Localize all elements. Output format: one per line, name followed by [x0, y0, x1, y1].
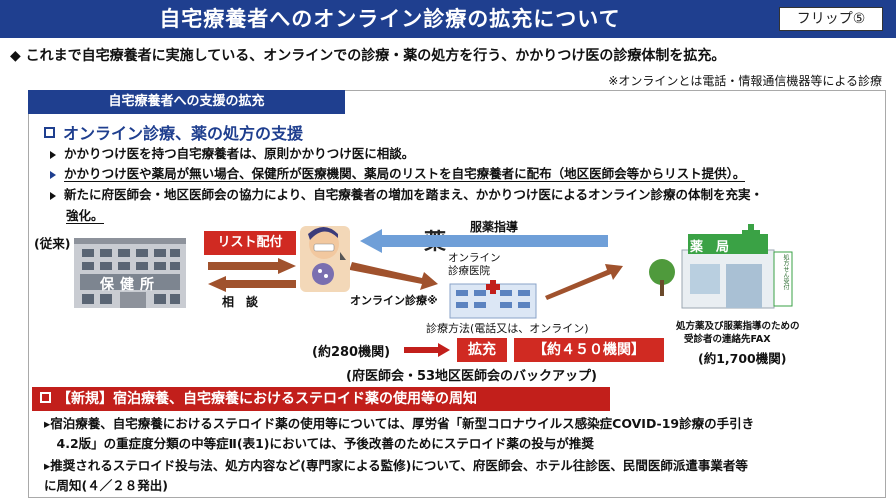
lead-text: ◆ これまで自宅療養者に実施している、オンラインでの診療・薬の処方を行う、かかり…: [10, 48, 726, 64]
backup-label: (府医師会・53地区医師会のバックアップ): [346, 369, 597, 384]
steroid-line: ▸推奨されるステロイド投与法、処方内容など(専門家による監修)について、府医師会…: [44, 458, 748, 473]
steroid-section-title: 【新規】宿泊療養、自宅療養におけるステロイド薬の使用等の周知: [57, 391, 477, 407]
institutions-before: (約280機関): [312, 345, 391, 360]
fax-note-2: 受診者の連絡先FAX: [684, 334, 771, 345]
patient-to-clinic-arrow: [350, 262, 438, 290]
bullet-item: かかりつけ医を持つ自宅療養者は、原則かかりつけ医に相談。: [50, 145, 414, 163]
online-clinic-label: オンライン 診療医院: [448, 252, 501, 277]
health-center-sign: 保健所: [100, 277, 160, 293]
online-consult-label: オンライン診療※: [350, 294, 438, 307]
bullet-item: かかりつけ医や薬局が無い場合、保健所が医療機関、薬局のリストを自宅療養者に配布（…: [50, 165, 746, 183]
conventional-label: (従来): [34, 236, 71, 251]
steroid-section-header: 【新規】宿泊療養、自宅療養におけるステロイド薬の使用等の周知: [32, 387, 610, 411]
steroid-line: ▸宿泊療養、自宅療養におけるステロイド薬の使用等については、厚労省「新型コロナウ…: [44, 416, 755, 431]
bullet-text: かかりつけ医や薬局が無い場合、保健所が医療機関、薬局のリストを自宅療養者に配布（…: [64, 166, 746, 182]
exchange-arrows: [208, 258, 296, 292]
guidance-arrow: [360, 229, 608, 253]
online-note: ※オンラインとは電話・情報通信機器等による診療: [608, 74, 882, 88]
method-label: 診療方法(電話又は、オンライン): [426, 322, 589, 335]
consultation-label: 相 談: [222, 295, 259, 309]
health-center-icon: [74, 238, 186, 308]
steroid-line: 4.2版」の重症度分類の中等症Ⅱ(表1)においては、予後改善のためにステロイド薬…: [44, 436, 594, 451]
medication-guidance-label: 服薬指導: [470, 220, 519, 234]
triangle-bullet-icon: [50, 170, 56, 179]
bullet-text: 新たに府医師会・地区医師会の協力により、自宅療養者の増加を踏まえ、かかりつけ医に…: [64, 187, 764, 202]
institutions-after-badge: 【約４５０機関】: [514, 338, 664, 362]
list-distribution-badge: リスト配付: [204, 231, 296, 255]
flip-label: フリップ⑤: [779, 7, 883, 31]
pharmacy-icon: [649, 224, 793, 309]
expand-badge: 拡充: [457, 338, 507, 362]
support-panel: [28, 90, 886, 498]
page-title: 自宅療養者へのオンライン診療の拡充について: [159, 7, 621, 31]
expand-arrow: [404, 343, 450, 357]
pharmacy-count: (約1,700機関): [698, 351, 787, 366]
section-title: オンライン診療、薬の処方の支援: [44, 120, 303, 144]
bullet-item: 新たに府医師会・地区医師会の協力により、自宅療養者の増加を踏まえ、かかりつけ医に…: [50, 186, 763, 204]
fax-note-1: 処方薬及び服薬指導のための: [676, 321, 800, 332]
steroid-line: に周知(４／２８発出): [44, 478, 168, 493]
checkbox-icon: [44, 127, 55, 138]
title-bar: [0, 0, 896, 38]
clinic-to-pharmacy-arrow: [545, 264, 623, 300]
patient-icon: [300, 226, 350, 292]
bullet-continuation: 強化。: [66, 207, 104, 225]
triangle-bullet-icon: [50, 191, 56, 200]
pharmacy-sign: 薬 局: [690, 240, 730, 255]
bullet-text: かかりつけ医を持つ自宅療養者は、原則かかりつけ医に相談。: [64, 146, 415, 161]
panel-tab: 自宅療養者への支援の拡充: [28, 90, 345, 114]
clinic-building-icon: [449, 280, 537, 319]
checkbox-icon: [40, 391, 51, 403]
pharmacy-side-sign: 処方せん受付: [782, 254, 789, 290]
triangle-bullet-icon: [50, 150, 56, 159]
section-title-text: オンライン診療、薬の処方の支援: [63, 124, 304, 143]
bullet-text: 強化。: [66, 208, 104, 224]
